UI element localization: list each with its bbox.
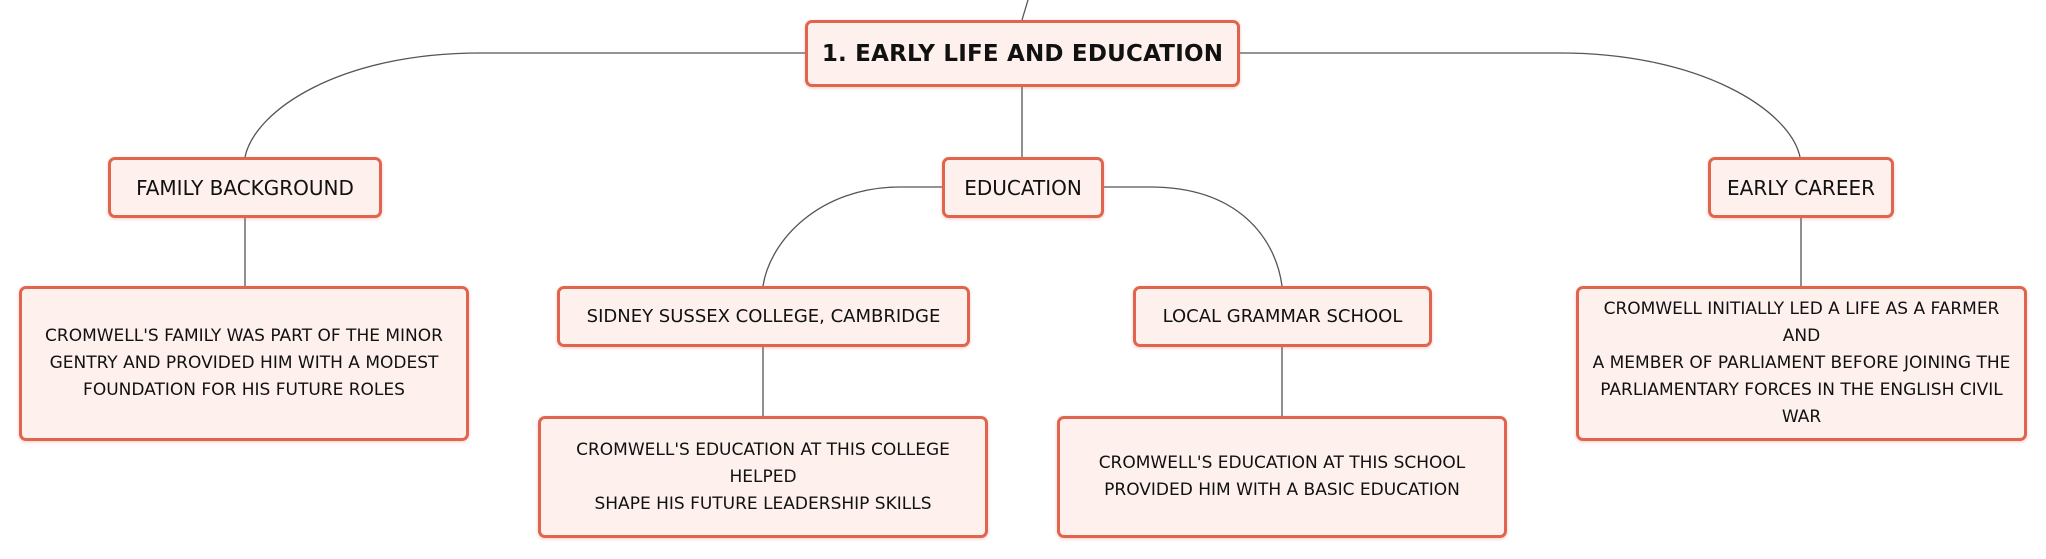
detail-line: PROVIDED HIM WITH A BASIC EDUCATION	[1104, 480, 1460, 500]
detail-line: CROMWELL INITIALLY LED A LIFE AS A FARME…	[1603, 299, 2000, 346]
sidney-sussex-college-label: SIDNEY SUSSEX COLLEGE, CAMBRIDGE	[586, 306, 941, 327]
connector-root-to-family	[244, 52, 805, 158]
sidney-sussex-college-detail-text: CROMWELL'S EDUCATION AT THIS COLLEGE HEL…	[545, 437, 981, 518]
detail-line: FOUNDATION FOR HIS FUTURE ROLES	[83, 380, 405, 400]
connector-education-to-sidney	[762, 186, 942, 287]
family-background-node[interactable]: FAMILY BACKGROUND	[108, 157, 382, 218]
early-career-label: EARLY CAREER	[1727, 175, 1875, 200]
sidney-sussex-college-detail-node[interactable]: CROMWELL'S EDUCATION AT THIS COLLEGE HEL…	[538, 416, 988, 538]
detail-line: SHAPE HIS FUTURE LEADERSHIP SKILLS	[594, 493, 932, 514]
local-grammar-school-node[interactable]: LOCAL GRAMMAR SCHOOL	[1133, 286, 1432, 347]
local-grammar-school-label: LOCAL GRAMMAR SCHOOL	[1162, 306, 1403, 327]
local-grammar-school-detail-node[interactable]: CROMWELL'S EDUCATION AT THIS SCHOOL PROV…	[1057, 416, 1507, 538]
early-career-detail-node[interactable]: CROMWELL INITIALLY LED A LIFE AS A FARME…	[1576, 286, 2027, 441]
family-background-label: FAMILY BACKGROUND	[136, 175, 354, 200]
connector-root-to-career	[1240, 52, 1801, 158]
early-career-detail-text: CROMWELL INITIALLY LED A LIFE AS A FARME…	[1583, 296, 2020, 431]
detail-line: CROMWELL'S EDUCATION AT THIS COLLEGE HEL…	[576, 439, 950, 487]
education-node[interactable]: EDUCATION	[942, 157, 1104, 218]
family-background-detail-text: CROMWELL'S FAMILY WAS PART OF THE MINOR …	[45, 323, 443, 404]
detail-line: PARLIAMENTARY FORCES IN THE ENGLISH CIVI…	[1600, 380, 2003, 427]
detail-line: GENTRY AND PROVIDED HIM WITH A MODEST	[49, 353, 439, 373]
local-grammar-school-detail-text: CROMWELL'S EDUCATION AT THIS SCHOOL PROV…	[1099, 450, 1466, 504]
root-topic-label: 1. EARLY LIFE AND EDUCATION	[821, 40, 1224, 67]
root-topic-node[interactable]: 1. EARLY LIFE AND EDUCATION	[805, 20, 1240, 87]
connector-parent-to-root	[1021, 0, 1029, 21]
detail-line: CROMWELL'S EDUCATION AT THIS SCHOOL	[1098, 453, 1466, 473]
connector-education-to-grammar	[1104, 186, 1283, 287]
early-career-node[interactable]: EARLY CAREER	[1708, 157, 1894, 218]
detail-line: A MEMBER OF PARLIAMENT BEFORE JOINING TH…	[1592, 353, 2011, 373]
education-label: EDUCATION	[964, 175, 1082, 200]
family-background-detail-node[interactable]: CROMWELL'S FAMILY WAS PART OF THE MINOR …	[19, 286, 469, 441]
sidney-sussex-college-node[interactable]: SIDNEY SUSSEX COLLEGE, CAMBRIDGE	[557, 286, 970, 347]
detail-line: CROMWELL'S FAMILY WAS PART OF THE MINOR	[45, 326, 443, 346]
